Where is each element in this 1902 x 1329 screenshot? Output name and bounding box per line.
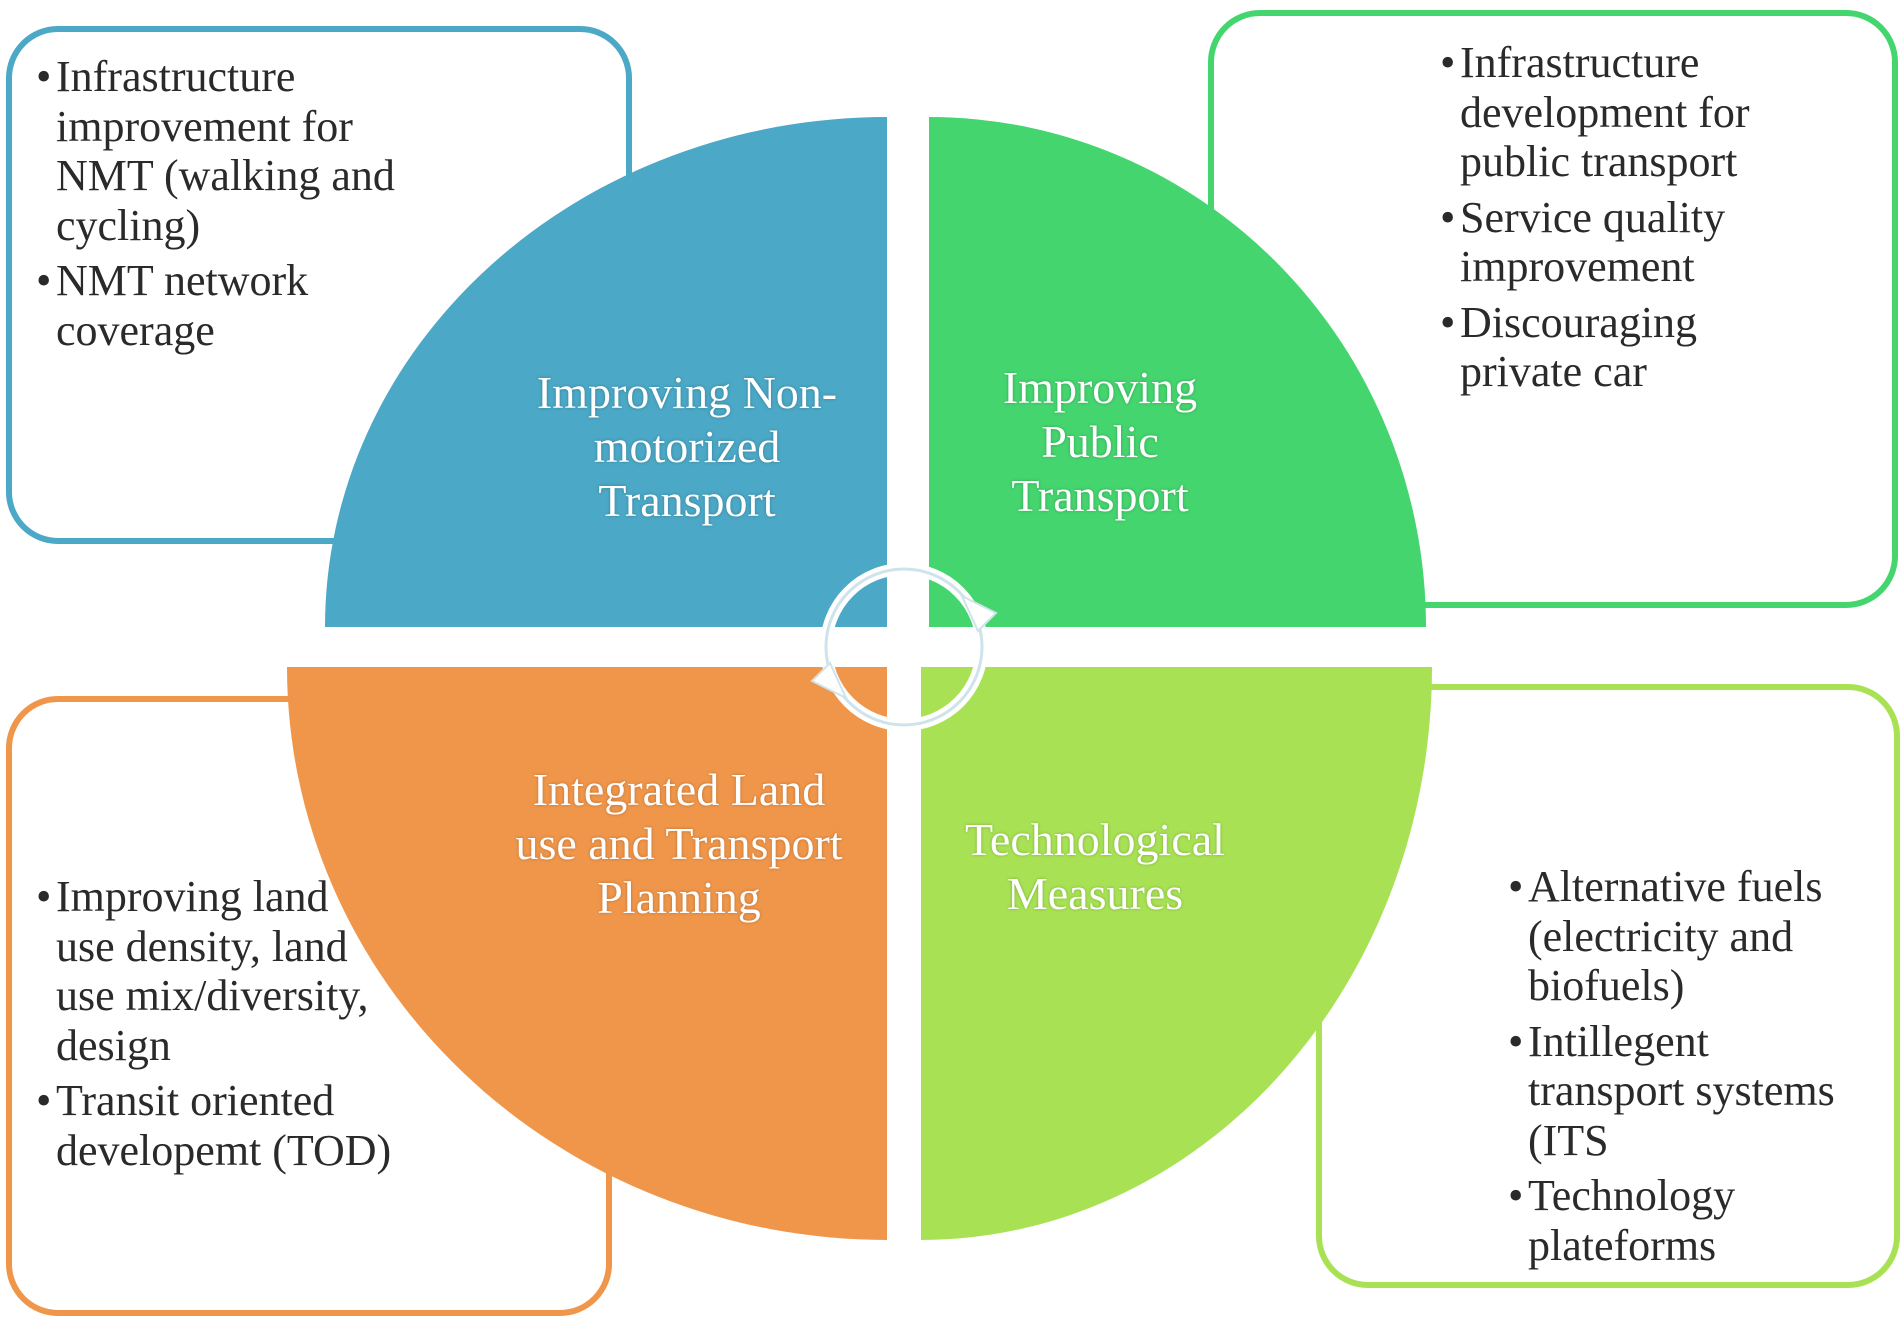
technological-quadrant-label: Technological Measures	[965, 814, 1225, 919]
land-use-quadrant	[287, 667, 887, 1240]
public-transport-quadrant-label: Improving Public Transport	[1002, 362, 1198, 521]
bullet-item: • Improving land use density, land use m…	[36, 872, 396, 1070]
bullet-dot: •	[36, 872, 52, 921]
bullet-text: NMT network coverage	[56, 256, 309, 355]
bullet-item: • Infrastructure improvement for NMT (wa…	[36, 52, 396, 250]
bullet-dot: •	[1508, 862, 1524, 911]
bullet-item: • Discouraging private car	[1440, 298, 1780, 397]
nmt-bullet-list: • Infrastructure improvement for NMT (wa…	[36, 52, 396, 361]
bullet-item: • Infrastructure development for public …	[1440, 38, 1780, 187]
bullet-item: • Intillegent transport systems (ITS	[1508, 1017, 1868, 1166]
nmt-quadrant	[325, 117, 887, 627]
bullet-text: Technology plateforms	[1528, 1171, 1736, 1270]
bullet-text: Transit oriented developemt (TOD)	[56, 1076, 392, 1175]
bullet-text: Discouraging private car	[1460, 297, 1698, 397]
bullet-text: Intillegent transport systems (ITS	[1528, 1016, 1835, 1165]
bullet-dot: •	[1440, 192, 1456, 242]
bullet-item: • Technology plateforms	[1508, 1171, 1868, 1270]
bullet-item: • Service quality improvement	[1440, 193, 1780, 292]
bullet-item: • Alternative fuels (electricity and bio…	[1508, 862, 1868, 1011]
land-use-bullet-list: • Improving land use density, land use m…	[36, 872, 396, 1181]
public-transport-bullet-list: • Infrastructure development for public …	[1440, 38, 1780, 403]
bullet-text: Service quality improvement	[1460, 192, 1726, 292]
bullet-text: Alternative fuels (electricity and biofu…	[1528, 862, 1823, 1010]
bullet-dot: •	[1440, 38, 1456, 87]
public-transport-quadrant	[929, 117, 1426, 627]
bullet-dot: •	[1440, 297, 1456, 347]
bullet-dot: •	[36, 1076, 52, 1125]
bullet-text: Infrastructure improvement for NMT (walk…	[56, 52, 395, 250]
technological-bullet-list: • Alternative fuels (electricity and bio…	[1508, 862, 1868, 1276]
cycle-arrows-icon	[810, 563, 998, 731]
bullet-dot: •	[1508, 1016, 1524, 1066]
technological-quadrant	[921, 667, 1432, 1240]
land-use-quadrant-label: Integrated Land use and Transport Planni…	[515, 764, 843, 923]
bullet-text: Infrastructure development for public tr…	[1460, 38, 1750, 186]
bullet-dot: •	[1508, 1171, 1524, 1220]
bullet-text: Improving land use density, land use mix…	[56, 872, 369, 1070]
nmt-quadrant-label: Improving Non-motorized Transport	[536, 367, 838, 526]
bullet-dot: •	[36, 52, 52, 101]
bullet-dot: •	[36, 256, 52, 305]
bullet-item: • NMT network coverage	[36, 256, 396, 355]
bullet-item: • Transit oriented developemt (TOD)	[36, 1076, 396, 1175]
